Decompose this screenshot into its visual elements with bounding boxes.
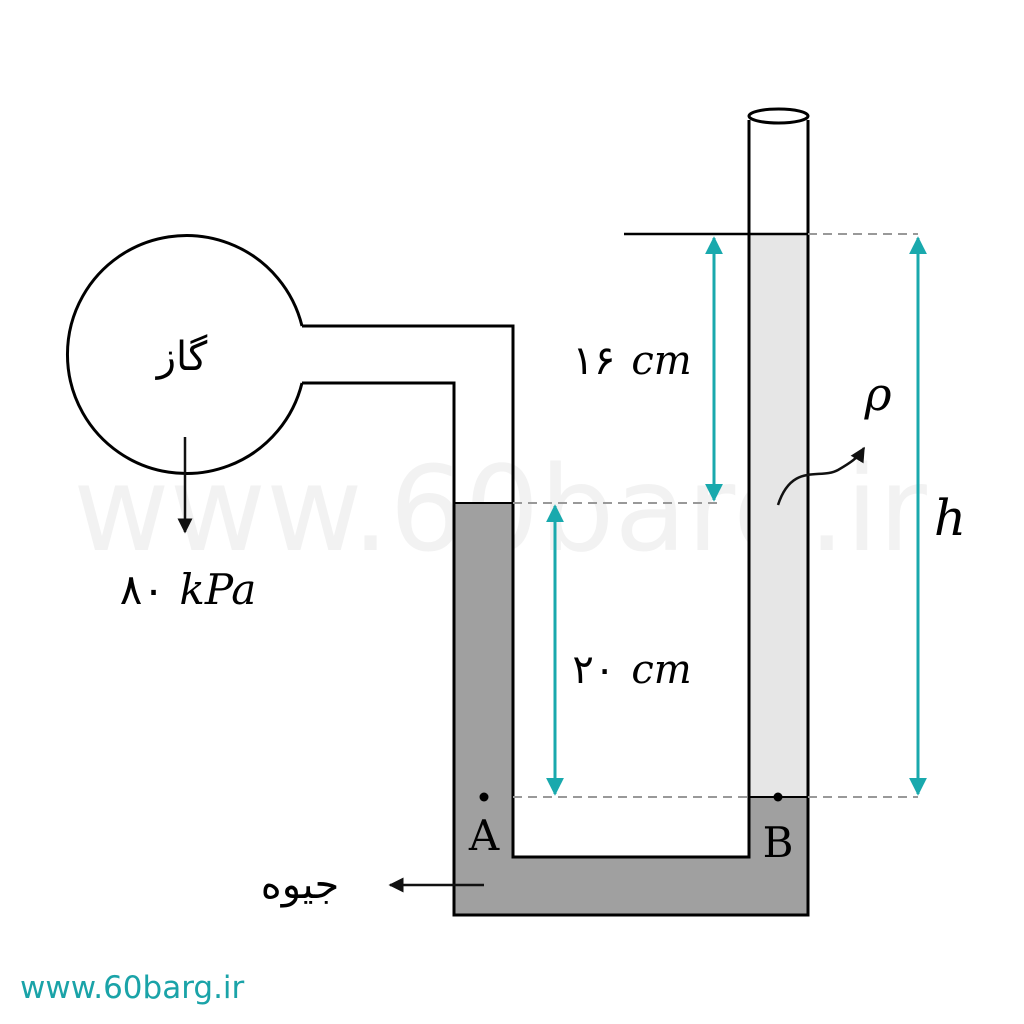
point-b-label: B [763, 818, 794, 867]
dim-upper-unit: cm [631, 338, 691, 384]
point-b-dot [773, 792, 783, 802]
dim-lower-label: ۲۰ cm [572, 647, 691, 693]
point-a-dot [479, 792, 489, 802]
connecting-tube-outer [302, 120, 751, 859]
rho-pointer-curve [776, 446, 866, 506]
liquid-column [749, 234, 808, 797]
gas-bulb [65, 234, 304, 475]
mercury-label: جیوه [261, 862, 339, 908]
dim-lower-value: ۲۰ [572, 647, 615, 693]
mercury-fill [454, 503, 808, 915]
connecting-tube-inner [302, 120, 810, 917]
point-a-label: A [468, 811, 500, 860]
gas-pressure-unit: kPa [179, 565, 256, 614]
gas-pressure-label: ۸۰ kPa [120, 565, 257, 614]
gas-pressure-value: ۸۰ [120, 565, 165, 614]
rho-label: ρ [863, 367, 891, 421]
open-tube-end [747, 107, 810, 125]
dim-upper-label: ۱۶ cm [572, 338, 691, 384]
dim-upper-value: ۱۶ [572, 338, 615, 384]
h-label: h [934, 489, 966, 547]
footer-url[interactable]: www.60barg.ir [20, 970, 245, 1006]
dim-lower-unit: cm [631, 647, 691, 693]
gas-label: گاز [155, 334, 209, 380]
